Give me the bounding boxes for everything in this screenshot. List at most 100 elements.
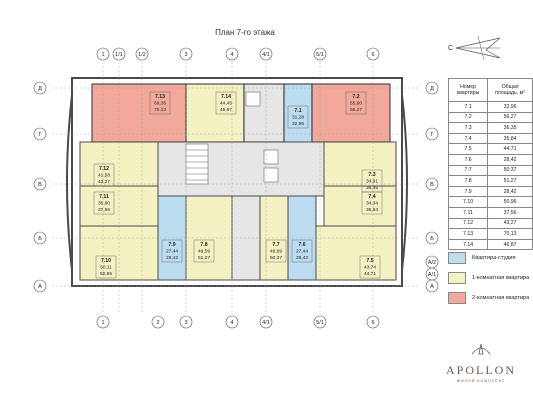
apartment-number-cell: 7.4 xyxy=(447,132,489,145)
axis-marker: 4/1 xyxy=(259,315,273,329)
apartment-area-cell: 51,27 xyxy=(487,175,533,187)
apartment-number: 7.9 xyxy=(168,242,175,248)
axis-marker: 3 xyxy=(179,315,193,329)
apartment-area: 28,42 xyxy=(296,255,308,261)
apartment-number-cell: 7.13 xyxy=(447,228,489,240)
legend-swatch xyxy=(448,252,466,264)
axis-label: 1/2 xyxy=(138,52,146,58)
axis-label: 4/1 xyxy=(262,320,270,326)
axis-marker: 5/1 xyxy=(313,315,327,329)
apartment-area: 27,44 xyxy=(166,249,178,255)
apartment-number: 7.4 xyxy=(368,194,375,200)
apartment-area-cell: 56,27 xyxy=(487,111,533,124)
apartment-area: 35,80 xyxy=(98,201,110,207)
apartment-number-cell: 7.14 xyxy=(447,238,489,251)
axis-label: А/1 xyxy=(428,272,436,278)
logo-tagline: ЖИЛОЙ КОМПЛЕКС xyxy=(456,379,506,383)
apartment-number-cell: 7.11 xyxy=(447,206,489,219)
apartment-area: 28,42 xyxy=(166,255,178,261)
table-header-number: Номер квартиры xyxy=(447,78,489,102)
axis-marker: А xyxy=(425,279,439,293)
axis-label: 1/1 xyxy=(115,52,123,58)
axis-marker: 1/1 xyxy=(112,47,126,61)
axis-marker: 2 xyxy=(151,315,165,329)
axis-marker: Б xyxy=(425,231,439,245)
axis-marker: 1/2 xyxy=(135,47,149,61)
apartment-number-cell: 7.3 xyxy=(447,122,489,134)
apartment-area: 36,35 xyxy=(366,185,378,191)
apartment-area-cell: 28,42 xyxy=(487,153,533,166)
logo-emblem-icon xyxy=(471,343,491,355)
apartment-number: 7.8 xyxy=(200,242,207,248)
apartment-area: 51,27 xyxy=(198,255,210,261)
apartment-area: 50,37 xyxy=(270,255,282,261)
axis-label: В xyxy=(38,182,42,188)
axis-label: Г xyxy=(431,132,434,138)
apartment-number-cell: 7.6 xyxy=(447,153,489,166)
axis-marker: 6 xyxy=(366,315,380,329)
apartment-area: 41,58 xyxy=(98,173,110,179)
apartment-number: 7.5 xyxy=(366,258,373,264)
apartment-number: 7.11 xyxy=(99,194,109,200)
apartment-area: 44,71 xyxy=(364,271,376,277)
apartment-number: 7.7 xyxy=(272,242,279,248)
apartment-number-cell: 7.9 xyxy=(447,185,489,198)
apartment-area: 48,69 xyxy=(270,249,282,255)
apartment-number: 7.6 xyxy=(298,242,305,248)
apartment-number: 7.2 xyxy=(352,94,359,100)
compass-icon: С xyxy=(448,35,501,61)
apartment-area-cell: 36,35 xyxy=(487,122,533,134)
legend-swatch xyxy=(448,292,466,304)
apartment-area: 46,87 xyxy=(220,107,232,113)
axis-marker: В xyxy=(33,177,47,191)
axis-label: Д xyxy=(38,86,42,92)
apartment-area-cell: 50,37 xyxy=(487,164,533,177)
apartment-area: 27,44 xyxy=(296,249,308,255)
apartment-area: 32,96 xyxy=(292,121,304,127)
axis-label: А xyxy=(430,284,434,290)
axis-marker: Г xyxy=(33,127,47,141)
apartment-area: 34,34 xyxy=(366,201,378,207)
axis-label: 3 xyxy=(184,320,187,326)
table-header-area: Общая площадь, м² xyxy=(487,78,533,102)
apartment-area-cell: 70,13 xyxy=(487,228,533,240)
axis-label: Д xyxy=(430,86,434,92)
apartment-area-cell: 46,87 xyxy=(487,238,533,251)
apartment-area: 37,56 xyxy=(98,207,110,213)
axis-label: Г xyxy=(39,132,42,138)
axis-marker: А/2 xyxy=(425,255,439,269)
axis-label: 4 xyxy=(230,320,233,326)
legend-item: 1-комнатная квартира xyxy=(448,268,529,288)
axis-marker: Б xyxy=(33,231,47,245)
stair-core xyxy=(185,91,279,185)
apartment-number-cell: 7.8 xyxy=(447,175,489,187)
apartment-area: 43,27 xyxy=(98,179,110,185)
axis-marker: А/1 xyxy=(425,267,439,281)
axis-label: 5/1 xyxy=(316,320,324,326)
axis-label: 6 xyxy=(371,320,374,326)
axis-marker: 3 xyxy=(179,47,193,61)
